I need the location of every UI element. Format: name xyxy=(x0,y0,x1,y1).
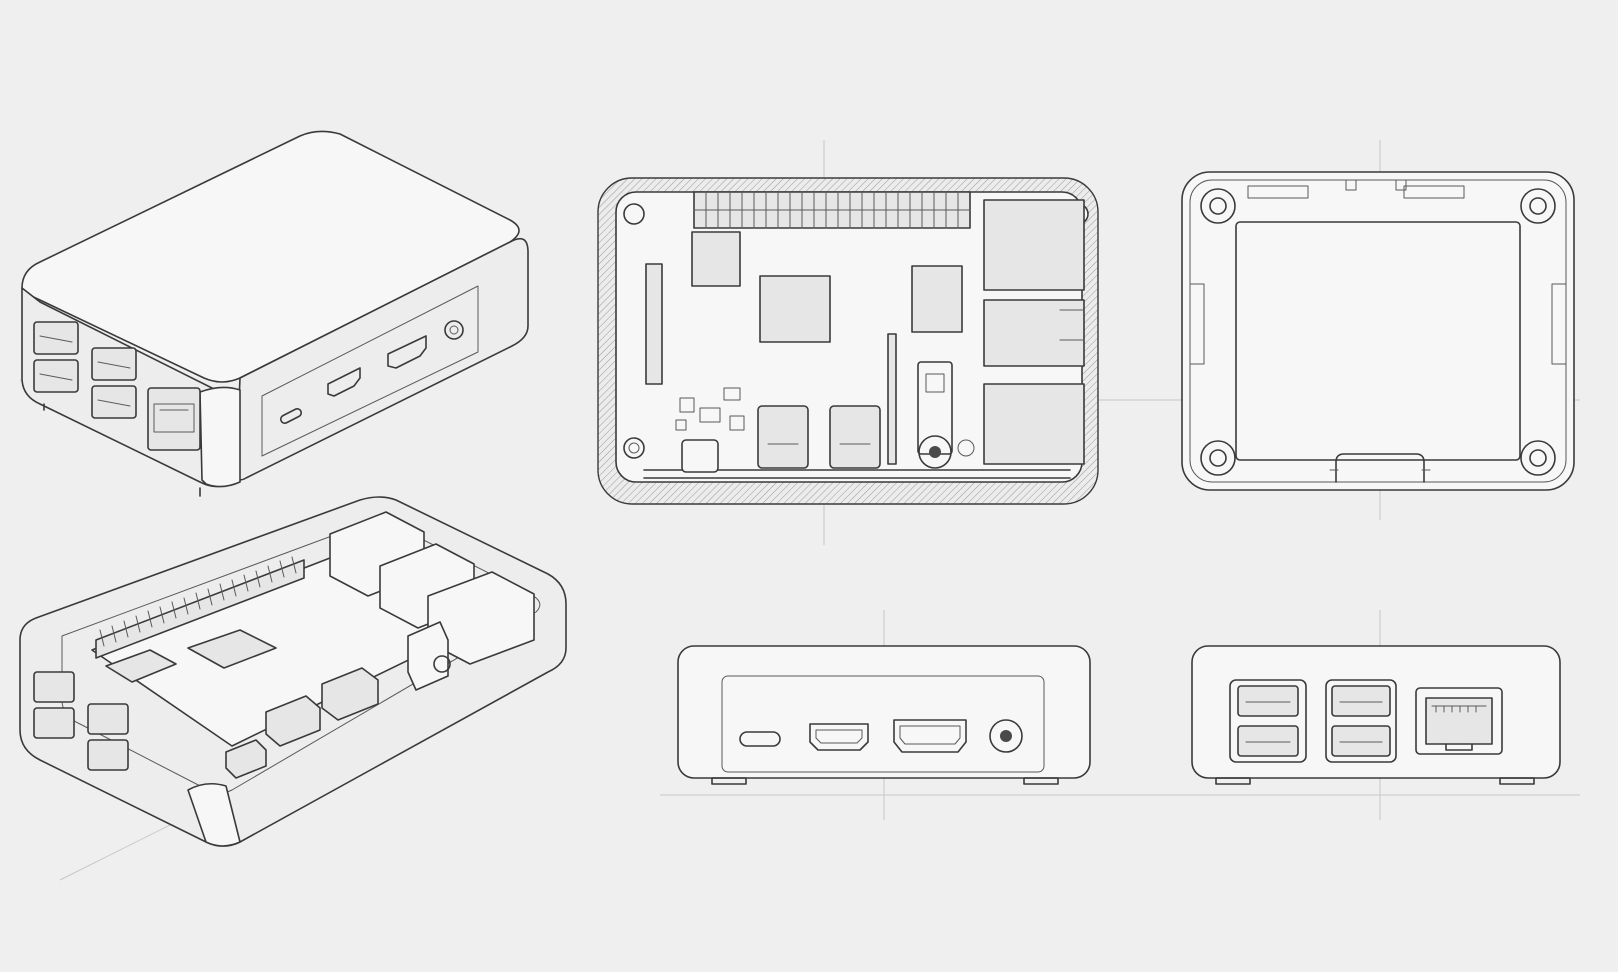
audio-jack xyxy=(989,719,1023,753)
gpio-header-top xyxy=(693,191,971,229)
bottom-lid-view xyxy=(1181,171,1575,491)
isometric-open-view xyxy=(19,496,567,847)
front-usb-ethernet-view xyxy=(1191,645,1561,785)
top-section-view xyxy=(597,177,1099,505)
usb-c-port xyxy=(739,731,781,747)
isometric-closed-view xyxy=(21,130,529,497)
micro-hdmi-port-1 xyxy=(809,723,869,751)
side-io-view xyxy=(677,645,1091,785)
gpio-header-iso xyxy=(95,556,305,659)
micro-hdmi-port-2 xyxy=(893,719,967,753)
screw-bosses xyxy=(1200,188,1556,476)
